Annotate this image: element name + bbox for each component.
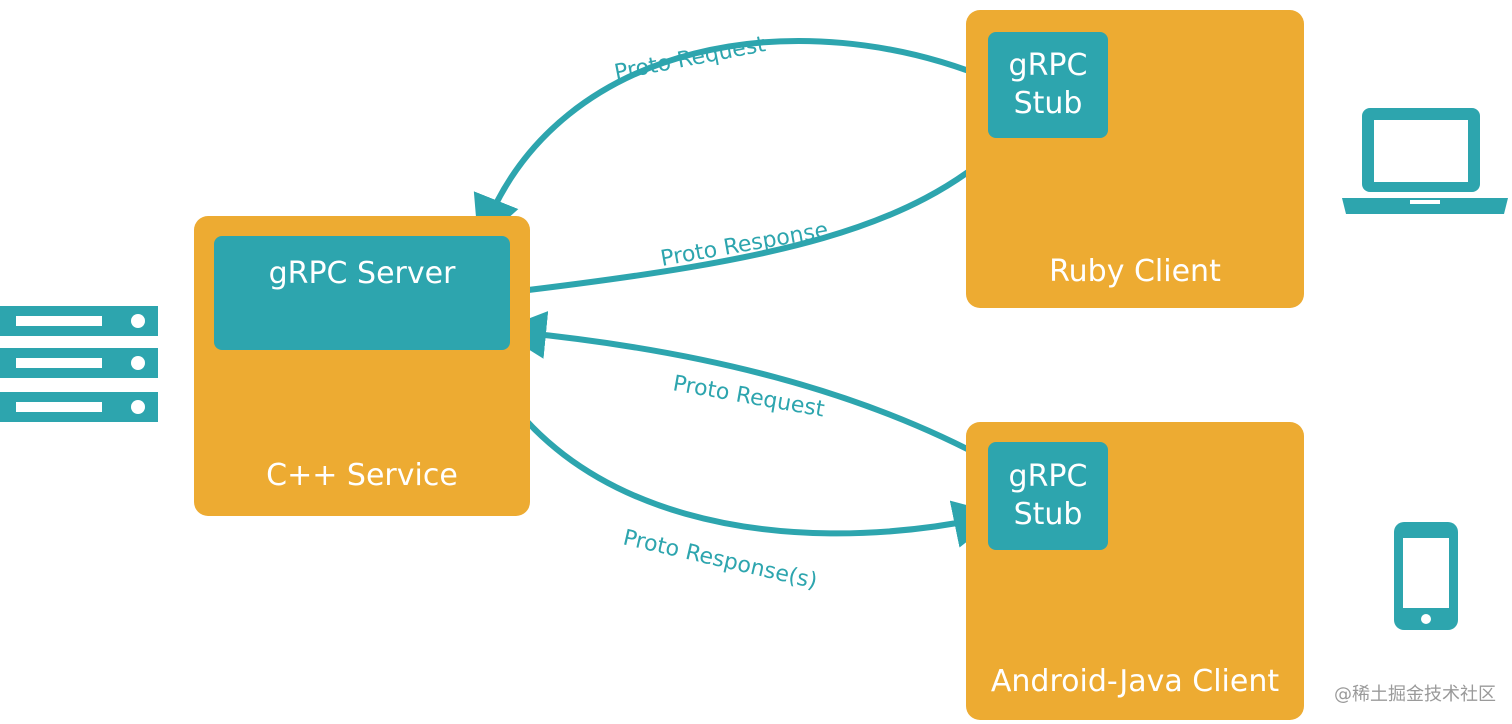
watermark: @稀土掘金技术社区 — [1334, 684, 1496, 705]
cpp-service-label: C++ Service — [266, 458, 458, 493]
ruby-request-label: Proto Request — [612, 32, 768, 86]
ruby-request-arrow — [473, 38, 994, 245]
ruby-response-arrow — [511, 129, 1019, 295]
laptop-icon — [1342, 108, 1508, 214]
android-request-label: Proto Request — [671, 371, 827, 422]
ruby-grpc-stub-box: gRPC Stub — [988, 32, 1108, 138]
android-request-arrow — [498, 311, 994, 465]
phone-icon — [1394, 522, 1458, 630]
android-response-label: Proto Response(s) — [621, 525, 820, 594]
ruby-response-label: Proto Response — [659, 218, 830, 272]
android-client-label: Android-Java Client — [990, 664, 1280, 699]
grpc-server-box: gRPC Server — [214, 236, 510, 350]
cpp-service-box: gRPC Server C++ Service — [194, 216, 530, 516]
android-client-box: gRPC Stub Android-Java Client — [966, 422, 1304, 720]
ruby-client-box: gRPC Stub Ruby Client — [966, 10, 1304, 308]
ruby-client-label: Ruby Client — [1049, 254, 1221, 289]
android-grpc-stub-box: gRPC Stub — [988, 442, 1108, 550]
ruby-grpc-stub-label: gRPC Stub — [1008, 48, 1088, 121]
android-response-arrow — [477, 350, 1002, 548]
server-rack-icon — [0, 306, 158, 422]
android-grpc-stub-label: gRPC Stub — [1008, 459, 1088, 532]
grpc-server-label: gRPC Server — [268, 256, 456, 291]
